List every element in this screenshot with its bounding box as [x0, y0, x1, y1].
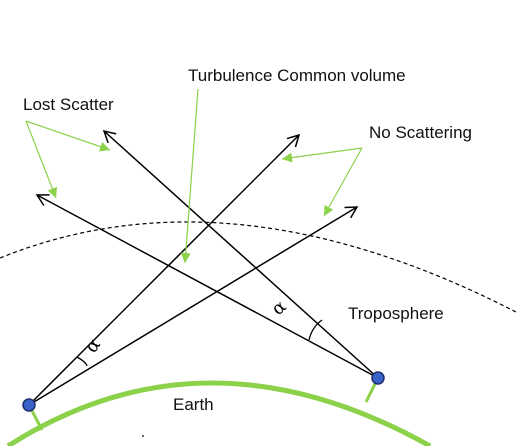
earth-surface-arc: [6, 380, 432, 446]
right-angle-symbol: α: [268, 296, 291, 320]
right-angle-arc: [308, 319, 323, 341]
left-station: [22, 398, 36, 412]
earth-label: Earth: [173, 395, 214, 414]
right-station: [371, 371, 385, 385]
no-scattering-callout-upper: [281, 147, 363, 163]
small-dot: [142, 435, 144, 437]
right-ray-upper: [102, 129, 379, 379]
turbulence-callout: [180, 88, 199, 264]
left-ray-lower: [28, 206, 359, 406]
right-ray-lower: [35, 194, 379, 379]
troposphere-label: Troposphere: [348, 304, 444, 323]
troposphere-boundary: [0, 221, 516, 313]
left-angle-arc: [76, 356, 88, 367]
lost-scatter-callout-upper: [25, 120, 111, 152]
left-ray-upper: [28, 133, 301, 406]
lost-scatter-callout-lower: [25, 120, 58, 199]
left-angle-symbol: α: [81, 335, 105, 357]
no-scattering-label: No Scattering: [369, 123, 472, 142]
turbulence-common-volume-label: Turbulence Common volume: [188, 66, 406, 85]
lost-scatter-label: Lost Scatter: [23, 95, 114, 114]
no-scattering-callout-lower: [323, 147, 363, 217]
